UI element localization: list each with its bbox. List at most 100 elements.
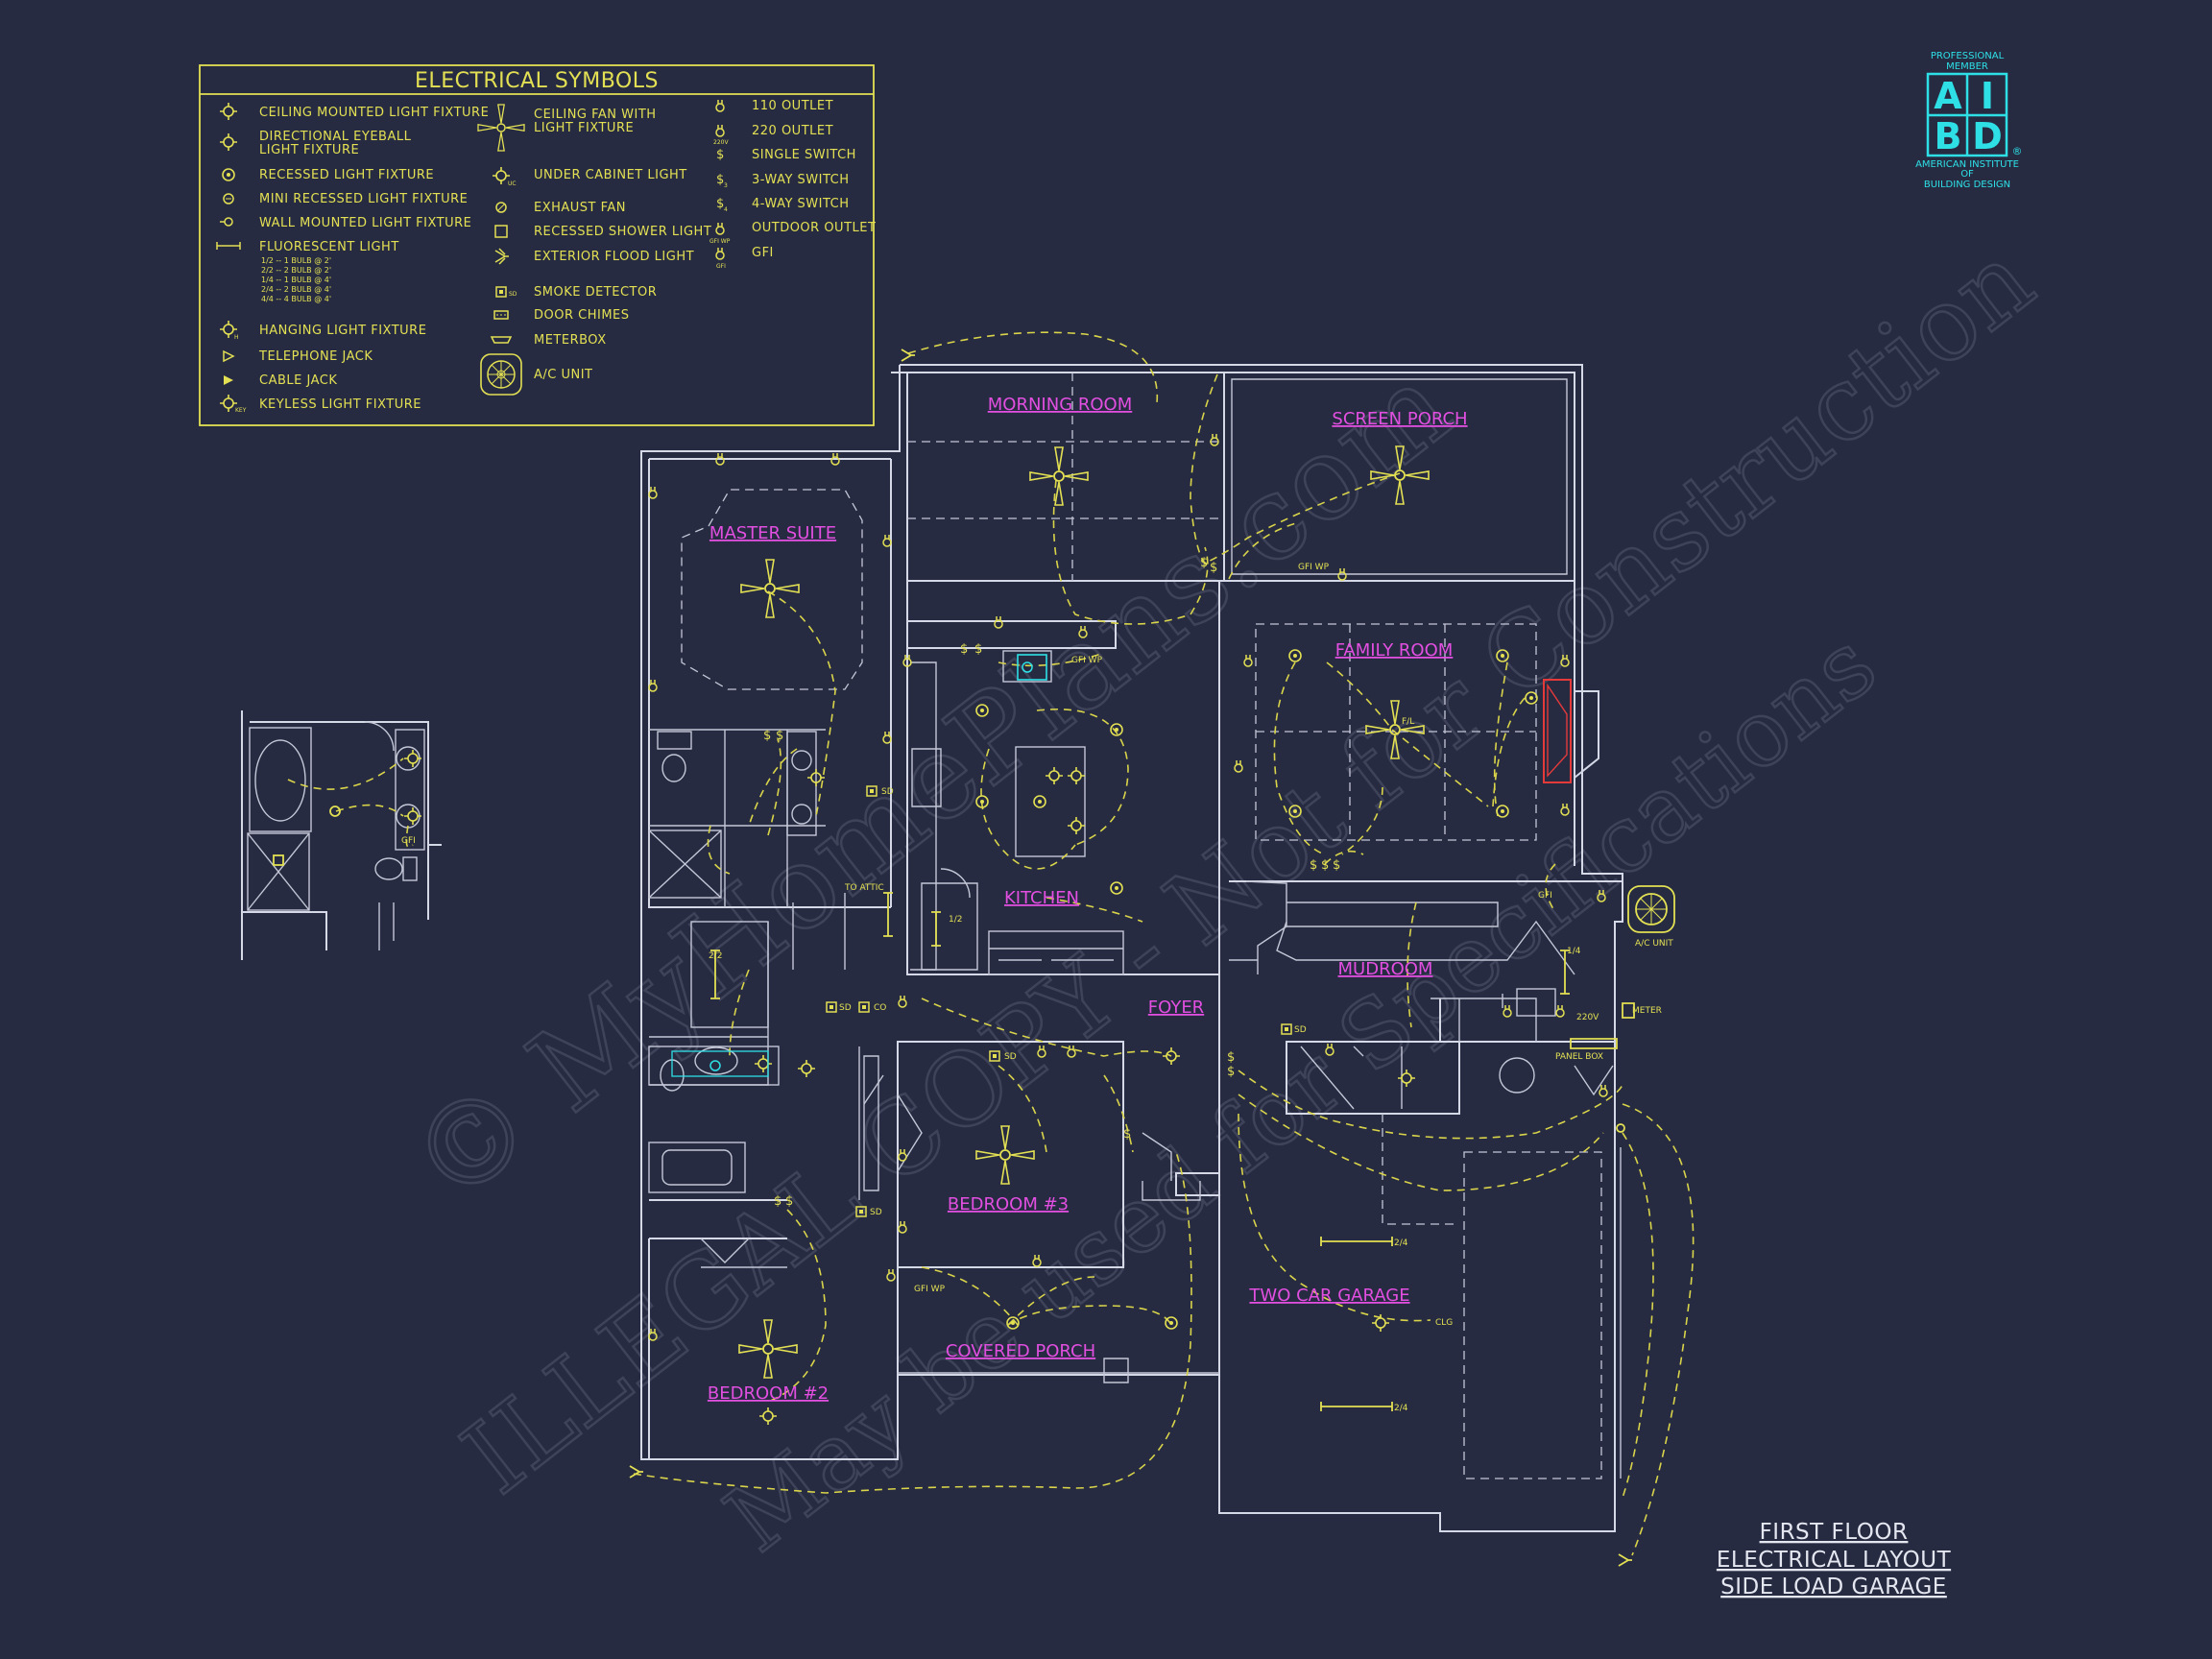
room-labels: MORNING ROOM SCREEN PORCH MASTER SUITE F… — [708, 395, 1468, 1404]
note-co: CO — [874, 1003, 886, 1013]
note-1-2: 1/2 — [949, 915, 962, 925]
flood-light-icon — [901, 349, 915, 362]
wiring-runs — [633, 331, 1695, 1556]
note-2-2: 2/2 — [709, 951, 722, 961]
room-label-kitchen: KITCHEN — [1004, 888, 1079, 908]
hanging-light-icon — [1067, 816, 1086, 835]
legend-item-label: CABLE JACK — [259, 373, 337, 388]
legend-item-label: RECESSED SHOWER LIGHT — [534, 225, 711, 239]
switch-icon — [960, 642, 969, 657]
logo-letter-d: D — [1972, 115, 2003, 157]
note-sd: SD — [1004, 1052, 1017, 1062]
title-line3: SIDE LOAD GARAGE — [1720, 1575, 1947, 1599]
recessed-light-icon — [222, 168, 235, 181]
legend-item-label: EXTERIOR FLOOD LIGHT — [534, 250, 694, 264]
room-label-screen-porch: SCREEN PORCH — [1332, 409, 1467, 429]
switch-icon — [1227, 1065, 1236, 1079]
exhaust-fan-icon — [329, 805, 341, 817]
note-to-attic: TO ATTIC — [844, 883, 884, 893]
legend-item-label: GFI — [752, 246, 774, 260]
recessed-light-icon — [1496, 805, 1509, 818]
legend-item-label: CEILING MOUNTED LIGHT FIXTURE — [259, 106, 489, 120]
outlet-icon — [648, 486, 658, 499]
note-gfi: GFI — [1538, 891, 1552, 901]
outlet-icon — [1243, 654, 1253, 667]
svg-text:H: H — [234, 334, 239, 341]
smoke-detector-icon — [858, 1001, 870, 1013]
logo-letter-a: A — [1934, 75, 1962, 117]
outlet-icon — [1503, 1004, 1512, 1018]
legend-item-label: HANGING LIGHT FIXTURE — [259, 324, 426, 338]
svg-text:GFI WP: GFI WP — [709, 238, 731, 245]
logo-top2: MEMBER — [1946, 61, 1988, 72]
fluorescent-note: 2/2 -- 2 BULB @ 2' — [261, 266, 331, 275]
note-clg: CLG — [1435, 1318, 1453, 1328]
smoke-detector-icon — [826, 1001, 837, 1013]
note-220v: 220V — [1576, 1013, 1599, 1022]
electrical-symbols-legend: ELECTRICAL SYMBOLS H KEY CEILING MOUNTED… — [199, 64, 876, 426]
ceiling-light-icon — [1165, 1316, 1178, 1330]
outlet-icon — [1555, 1004, 1565, 1018]
telephone-jack-icon — [223, 349, 235, 363]
legend-item-label: 110 OUTLET — [752, 99, 833, 113]
3way-switch-icon: 3 — [716, 173, 728, 189]
legend-item-label: 220 OUTLET — [752, 124, 833, 138]
legend-item-label: UNDER CABINET LIGHT — [534, 168, 687, 182]
fluorescent-note: 2/4 -- 2 BULB @ 4' — [261, 285, 331, 294]
legend-item-label: 4-WAY SWITCH — [752, 197, 850, 211]
bath-detail-inset — [241, 710, 442, 960]
note-meter: METER — [1632, 1006, 1662, 1016]
recessed-shower-light-icon — [273, 854, 284, 866]
room-label-foyer: FOYER — [1148, 998, 1204, 1018]
hanging-light-icon: H — [219, 320, 239, 341]
switch-icon — [1200, 556, 1209, 570]
switch-icon — [974, 642, 983, 657]
note-1-4: 1/4 — [1567, 947, 1581, 956]
ceiling-light-icon — [754, 1054, 773, 1073]
ceiling-light-icon — [219, 102, 238, 121]
svg-text:220V: 220V — [713, 139, 729, 146]
legend-item-label: TELEPHONE JACK — [258, 349, 373, 364]
svg-text:4: 4 — [724, 206, 728, 213]
outlet-icon — [1599, 1084, 1608, 1097]
outlet-icon — [1560, 803, 1570, 816]
switch-icon — [763, 729, 772, 743]
svg-text:GFI: GFI — [716, 263, 726, 270]
ac-unit-icon — [1627, 885, 1675, 933]
plan-notes: TO ATTIC A/C UNIT METER PANEL BOX 220V S… — [401, 563, 1673, 1413]
legend-item-label: OUTDOOR OUTLET — [752, 221, 876, 235]
room-label-garage: TWO CAR GARAGE — [1248, 1286, 1409, 1306]
switch-icon — [1321, 858, 1330, 873]
note-sd: SD — [870, 1208, 882, 1217]
legend-item-label: 3-WAY SWITCH — [752, 173, 850, 187]
outlet-icon — [898, 995, 907, 1008]
room-label-family-room: FAMILY ROOM — [1335, 640, 1454, 661]
room-label-mudroom: MUDROOM — [1338, 959, 1433, 979]
ceiling-light-icon — [797, 1059, 816, 1078]
legend-item-label: KEYLESS LIGHT FIXTURE — [259, 397, 421, 412]
legend-item-label: CEILING FAN WITH — [534, 108, 657, 122]
flood-light-icon — [494, 248, 509, 265]
mini-recessed-light-icon — [223, 193, 234, 204]
gfi-icon: GFI — [715, 247, 726, 270]
flood-light-icon — [629, 1465, 643, 1479]
ceiling-light-icon — [403, 806, 422, 826]
legend-item-label: METERBOX — [534, 333, 607, 348]
note-gfi: GFI — [401, 836, 416, 846]
legend-title: ELECTRICAL SYMBOLS — [415, 69, 659, 93]
logo-bottom3: BUILDING DESIGN — [1924, 180, 2010, 190]
note-gfi-wp: GFI WP — [914, 1285, 946, 1294]
wall-light-icon — [220, 217, 233, 227]
legend-item-label: DOOR CHIMES — [534, 308, 630, 323]
legend-item-label: MINI RECESSED LIGHT FIXTURE — [259, 192, 468, 206]
meterbox-icon — [490, 336, 513, 344]
title-block: FIRST FLOOR ELECTRICAL LAYOUT SIDE LOAD … — [1717, 1520, 1951, 1599]
recessed-shower-light-icon — [494, 225, 508, 238]
legend-item-label: LIGHT FIXTURE — [534, 121, 634, 135]
recessed-light-icon — [1288, 649, 1302, 662]
switch-icon — [1333, 858, 1341, 873]
logo-registered: ® — [2012, 145, 2023, 157]
ac-unit-icon — [480, 353, 522, 396]
note-2-4: 2/4 — [1394, 1404, 1408, 1413]
4way-switch-icon: 4 — [716, 197, 728, 213]
